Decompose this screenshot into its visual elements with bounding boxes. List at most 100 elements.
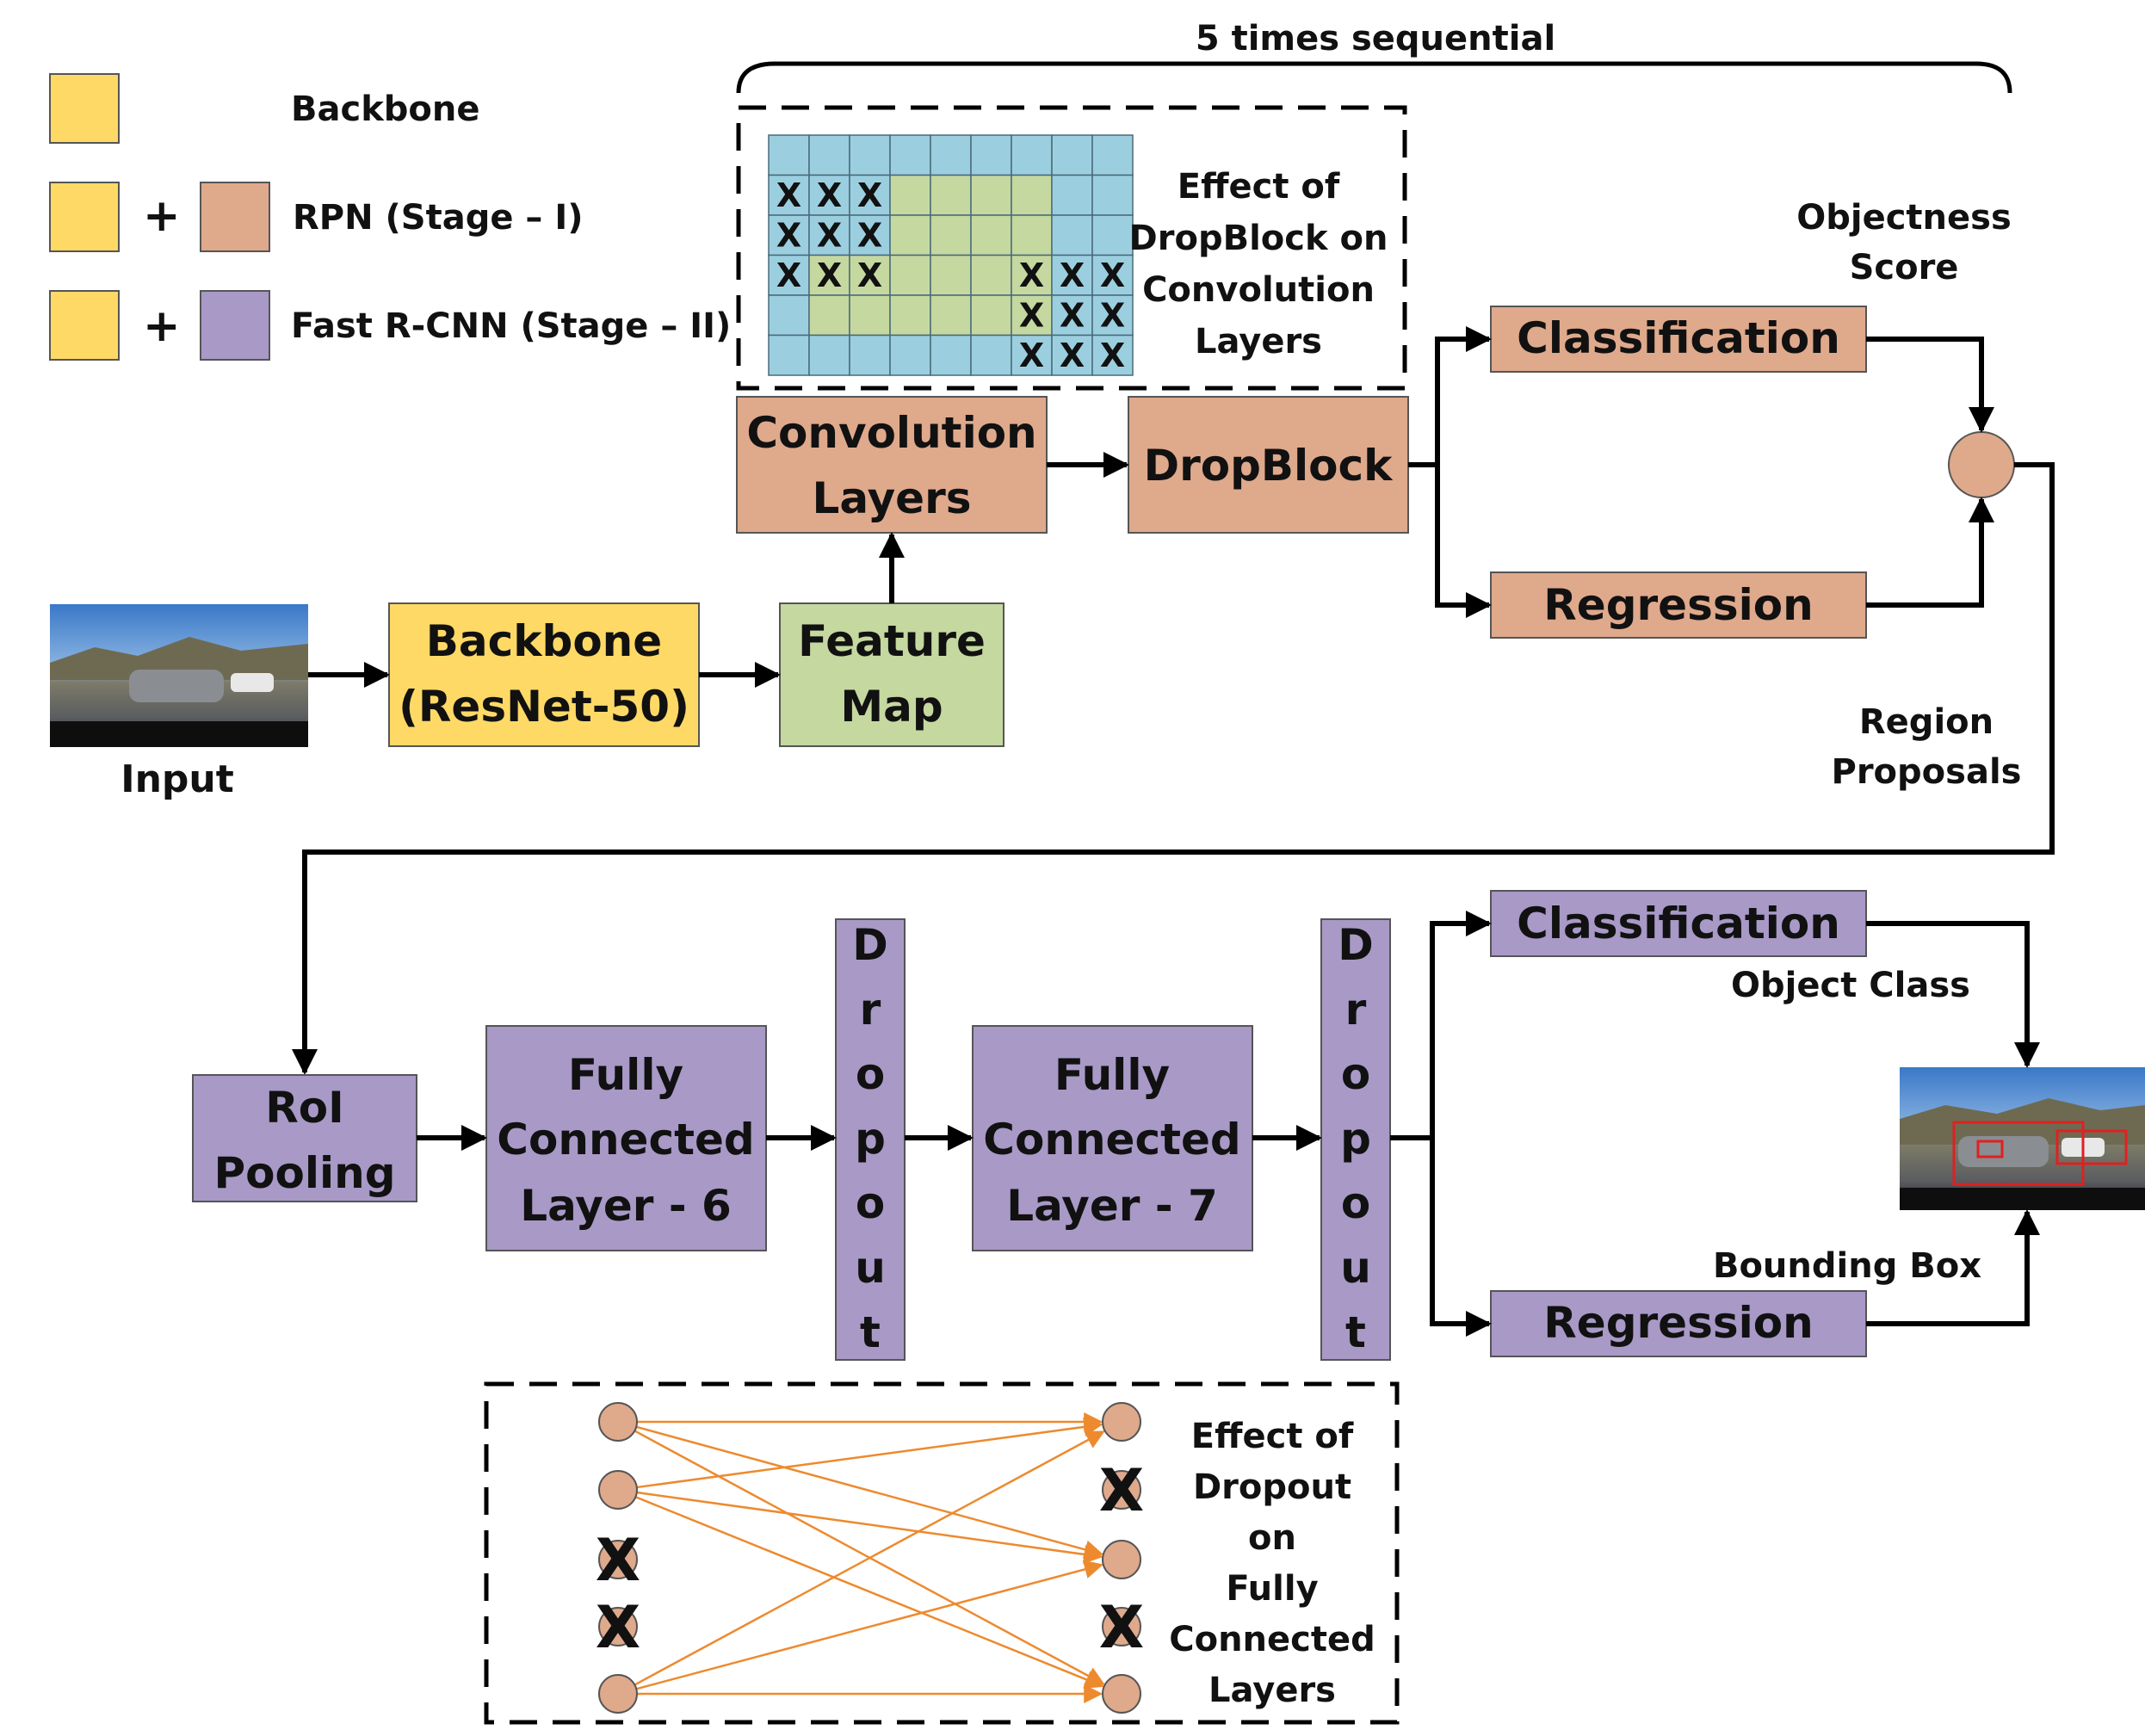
dropped-neuron-mark: X xyxy=(1099,1594,1144,1662)
fc7-box: Fully Connected Layer - 7 xyxy=(972,1025,1253,1251)
fc7-line-1: Fully xyxy=(1054,1050,1170,1100)
feature-map-line-2: Map xyxy=(840,682,943,732)
grid-cell xyxy=(889,174,931,216)
grid-cell xyxy=(930,334,972,376)
grid-cell xyxy=(808,174,850,216)
grid-cell xyxy=(1011,254,1053,296)
grid-cell xyxy=(1011,334,1053,376)
roi-pooling-box: RoI Pooling xyxy=(192,1074,417,1202)
legend-fast-rcnn-swatch xyxy=(200,290,270,361)
grid-cell xyxy=(1091,174,1134,216)
backbone-box: Backbone (ResNet-50) xyxy=(388,602,700,747)
grid-cell xyxy=(1011,214,1053,256)
neuron xyxy=(1102,1674,1141,1714)
dropout-2-letter: p xyxy=(1340,1114,1371,1164)
rpn-merge-node xyxy=(1948,431,2015,498)
grid-cell xyxy=(930,214,972,256)
grid-cell xyxy=(889,334,931,376)
conv-layers-box: Convolution Layers xyxy=(736,396,1048,534)
dropout-connection xyxy=(636,1491,1103,1564)
dropped-cell-mark: X xyxy=(1060,337,1085,374)
objectness-line-2: Score xyxy=(1850,248,1959,287)
legend-backbone-swatch xyxy=(49,73,120,144)
grid-cell xyxy=(889,214,931,256)
grid-cell xyxy=(970,174,1012,216)
grid-cell xyxy=(768,334,810,376)
dropout-connection xyxy=(635,1560,1103,1690)
backbone-box-line-1: Backbone xyxy=(426,616,662,666)
rpn-classification-box: Classification xyxy=(1490,306,1867,373)
det-regression-label: Regression xyxy=(1543,1298,1813,1348)
grid-cell xyxy=(1091,214,1134,256)
output-image xyxy=(1900,1067,2145,1210)
grid-cell xyxy=(849,214,891,256)
grid-cell xyxy=(808,254,850,296)
dropblock-box: DropBlock xyxy=(1128,396,1409,534)
objectness-line-1: Objectness xyxy=(1796,198,2012,238)
dropout-2-letter: o xyxy=(1341,1049,1370,1099)
dropped-neuron-mark: X xyxy=(596,1527,640,1595)
grid-cell xyxy=(808,334,850,376)
dropout-effect-line-1: Effect of xyxy=(1191,1417,1354,1456)
legend-fast-backbone-swatch xyxy=(49,290,120,361)
grid-cell xyxy=(1051,174,1093,216)
grid-cell xyxy=(889,254,931,296)
grid-cell xyxy=(1091,134,1134,176)
dropped-cell-mark: X xyxy=(817,216,842,254)
detection-box xyxy=(2055,1129,2128,1165)
dropblock-effect-line-2: DropBlock on xyxy=(1129,219,1388,258)
neuron xyxy=(1102,1607,1141,1646)
neuron xyxy=(598,1674,638,1714)
grid-cell xyxy=(808,294,850,337)
dropout-effect-line-4: Fully xyxy=(1226,1569,1318,1609)
dropout-1-letter: t xyxy=(860,1307,881,1357)
det-classification-box: Classification xyxy=(1490,890,1867,957)
rpn-classification-label: Classification xyxy=(1517,313,1840,363)
dropout-effect-line-2: Dropout xyxy=(1193,1467,1351,1507)
neuron xyxy=(1102,1402,1141,1442)
roi-pooling-line-2: Pooling xyxy=(213,1148,395,1198)
grid-cell xyxy=(849,334,891,376)
dropout-connection xyxy=(635,1425,1103,1560)
detection-box xyxy=(1976,1140,2004,1158)
grid-cell xyxy=(970,254,1012,296)
grid-cell xyxy=(930,134,972,176)
neuron xyxy=(598,1402,638,1442)
fc6-line-1: Fully xyxy=(568,1050,683,1100)
grid-cell xyxy=(1051,334,1093,376)
dropout-1-letter: r xyxy=(860,985,881,1035)
legend-fast-rcnn-label: Fast R-CNN (Stage – II) xyxy=(291,306,731,346)
dropped-cell-mark: X xyxy=(1019,256,1044,294)
grid-cell xyxy=(849,294,891,337)
legend-plus-2: + xyxy=(143,300,181,352)
dropout-1-letter: u xyxy=(855,1243,886,1293)
dropped-cell-mark: X xyxy=(857,256,882,294)
dropout-1-letter: p xyxy=(855,1114,886,1164)
feature-map-box: Feature Map xyxy=(779,602,1005,747)
dropblock-effect-line-1: Effect of xyxy=(1178,167,1340,207)
fc6-box: Fully Connected Layer - 6 xyxy=(485,1025,767,1251)
neuron xyxy=(1102,1540,1141,1579)
grid-cell xyxy=(808,134,850,176)
grid-cell xyxy=(849,134,891,176)
grid-cell xyxy=(970,334,1012,376)
dropout-1-letter: o xyxy=(856,1178,885,1228)
stage-two-connectors xyxy=(417,911,2040,1337)
neuron xyxy=(1102,1470,1141,1510)
dropout-1-letter: D xyxy=(852,920,888,970)
dropout-connection xyxy=(636,1417,1103,1489)
backbone-box-line-2: (ResNet-50) xyxy=(399,682,689,732)
dropout-1-letter: o xyxy=(856,1049,885,1099)
feature-map-line-1: Feature xyxy=(798,616,986,666)
conv-layers-line-1: Convolution xyxy=(746,408,1036,458)
neuron xyxy=(598,1470,638,1510)
grid-cell xyxy=(930,294,972,337)
dropped-cell-mark: X xyxy=(857,176,882,214)
rpn-regression-box: Regression xyxy=(1490,571,1867,639)
dropped-cell-mark: X xyxy=(1100,337,1125,374)
input-image: Input xyxy=(50,604,308,801)
